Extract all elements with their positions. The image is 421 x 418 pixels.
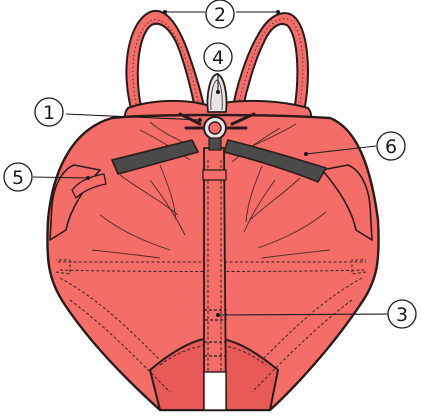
callout-5-label: 5 bbox=[12, 167, 24, 189]
white-tab bbox=[204, 372, 226, 410]
callout-1-label: 1 bbox=[43, 102, 55, 124]
callout-5: 5 bbox=[4, 163, 32, 191]
callout-3-label: 3 bbox=[396, 304, 408, 326]
callout-4-label: 4 bbox=[212, 47, 224, 69]
center-strap-buckle bbox=[203, 170, 226, 180]
callout-6-label: 6 bbox=[385, 136, 397, 158]
center-strap bbox=[204, 148, 226, 410]
ring-connector bbox=[209, 138, 221, 150]
right-shoulder-strap bbox=[232, 13, 308, 112]
callout-2: 2 bbox=[206, 0, 234, 28]
callout-2-label: 2 bbox=[214, 4, 226, 26]
callout-3: 3 bbox=[388, 300, 416, 328]
callout-1: 1 bbox=[35, 98, 63, 126]
left-shoulder-strap bbox=[126, 11, 205, 114]
callout-4: 4 bbox=[204, 43, 232, 71]
callout-6: 6 bbox=[377, 132, 405, 160]
center-riser-strap bbox=[203, 148, 226, 410]
